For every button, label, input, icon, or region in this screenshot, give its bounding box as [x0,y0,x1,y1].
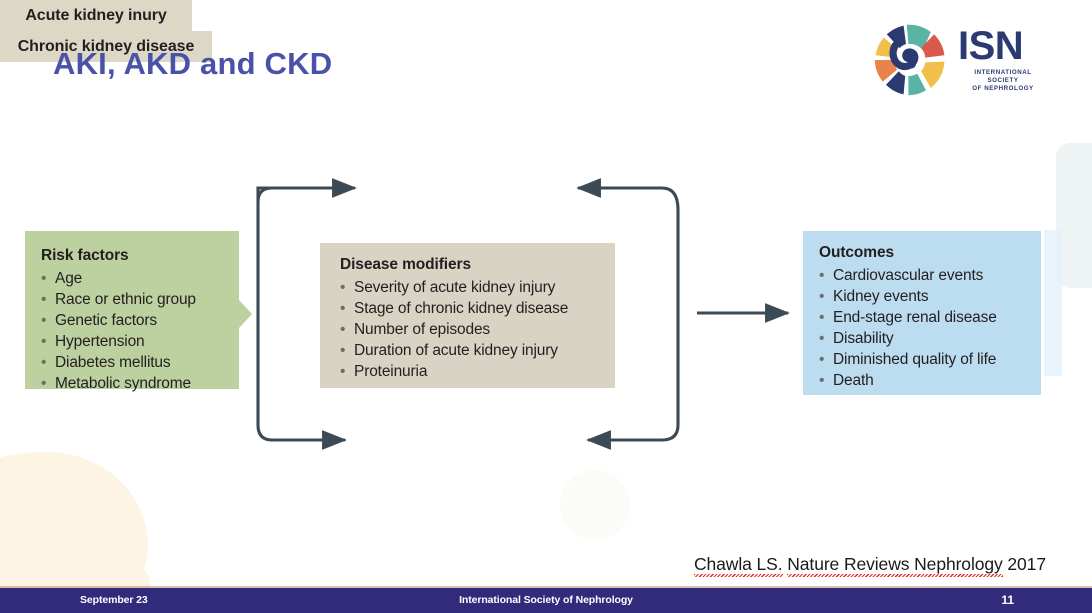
disease-modifiers-heading: Disease modifiers [340,256,471,273]
page-title: AKI, AKD and CKD [53,46,333,81]
diagram-figure: Acute kidney inury Chronic kidney diseas… [0,0,1092,560]
disease-modifiers-box: Disease modifiers Severity of acute kidn… [320,243,615,388]
footer-top-rule [0,586,1092,588]
list-item: Metabolic syndrome [41,373,227,394]
chronic-kidney-disease-box: Chronic kidney disease [0,31,212,62]
list-item: End-stage renal disease [819,307,1031,328]
citation: Chawla LS. Nature Reviews Nephrology 201… [694,554,1046,577]
chronic-kidney-disease-label: Chronic kidney disease [17,37,195,55]
decorative-watermark [560,470,630,540]
risk-factors-heading: Risk factors [41,247,129,264]
diagram-connectors [256,178,790,450]
isn-logo-subtitle-line2: OF NEPHROLOGY [972,85,1034,93]
decorative-shape-right [1056,143,1092,288]
isn-logo-acronym: ISN [958,23,1024,68]
citation-year: 2017 [1007,554,1046,574]
outcomes-box: Outcomes Cardiovascular events Kidney ev… [803,231,1041,395]
footer-organization: International Society of Nephrology [459,594,633,606]
isn-logo-subtitle-line1: INTERNATIONAL SOCIETY [974,68,1032,84]
isn-logo-mark [874,24,945,96]
list-item: Disability [819,328,1031,349]
isn-logo: ISN INTERNATIONAL SOCIETY OF NEPHROLOGY [870,18,1048,102]
outcomes-heading: Outcomes [819,244,894,261]
acute-kidney-injury-label: Acute kidney inury [25,6,167,24]
list-item: Stage of chronic kidney disease [340,298,605,319]
list-item: Age [41,268,227,289]
decorative-bar-right [1044,230,1062,376]
outcomes-list: Cardiovascular events Kidney events End-… [819,265,1031,391]
risk-factors-box: Risk factors Age Race or ethnic group Ge… [25,231,239,394]
list-item: Proteinuria [340,361,605,382]
list-item: Severity of acute kidney injury [340,277,605,298]
list-item: Kidney events [819,286,1031,307]
isn-logo-subtitle: INTERNATIONAL SOCIETY OF NEPHROLOGY [958,69,1048,94]
citation-journal: Nature Reviews Nephrology [787,554,1004,577]
list-item: Cardiovascular events [819,265,1031,286]
acute-kidney-injury-box: Acute kidney inury [0,0,192,31]
list-item: Duration of acute kidney injury [340,340,605,361]
list-item: Genetic factors [41,310,227,331]
footer-date: September 23 [80,594,148,606]
citation-author: Chawla LS. [694,554,783,577]
slide-footer: September 23 International Society of Ne… [0,586,1092,613]
footer-page-number: 11 [1001,593,1014,607]
list-item: Race or ethnic group [41,289,227,310]
list-item: Death [819,370,1031,391]
list-item: Number of episodes [340,319,605,340]
risk-factors-arrow-icon [239,300,252,328]
list-item: Hypertension [41,331,227,352]
list-item: Diminished quality of life [819,349,1031,370]
list-item: Diabetes mellitus [41,352,227,373]
disease-modifiers-list: Severity of acute kidney injury Stage of… [340,277,605,382]
risk-factors-list: Age Race or ethnic group Genetic factors… [41,268,227,394]
